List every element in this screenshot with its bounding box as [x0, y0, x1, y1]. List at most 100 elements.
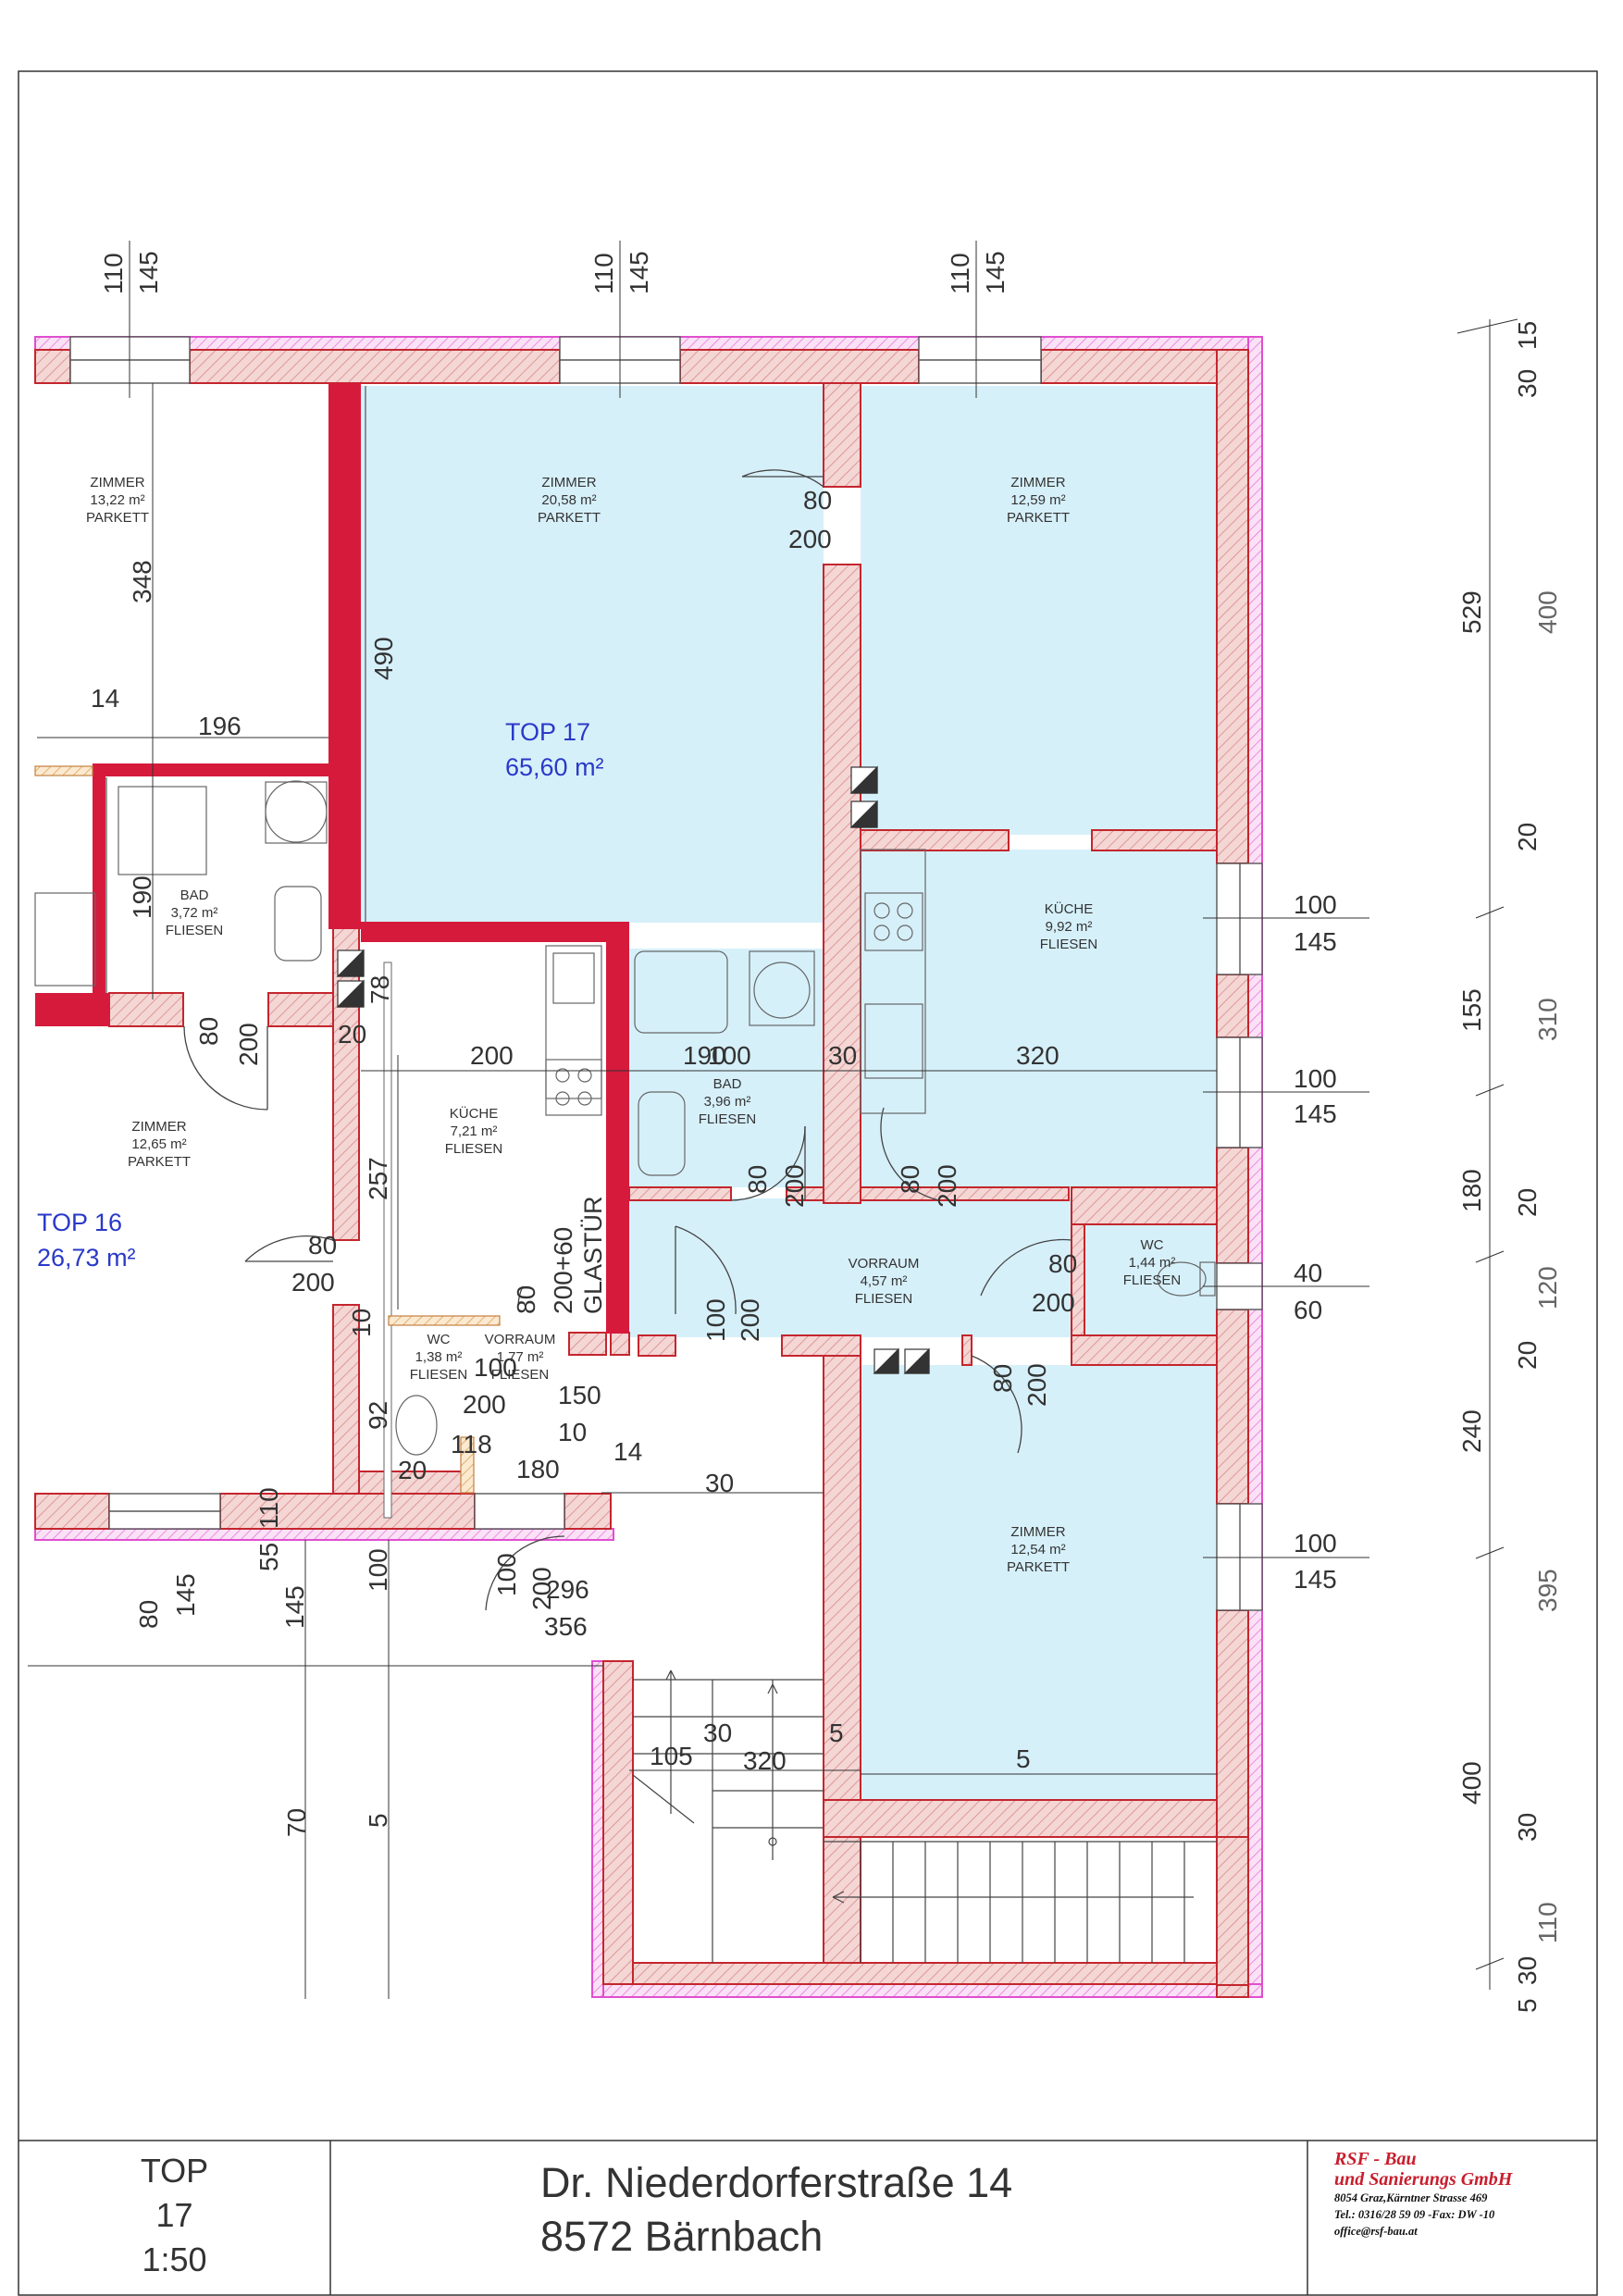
- dimension-label: 12,59 m²: [1010, 492, 1065, 508]
- sink-icon: [274, 886, 322, 962]
- top-label: TOP: [140, 2152, 209, 2190]
- dimension-label: 529: [1457, 590, 1486, 634]
- address-line2: 8572 Bärnbach: [540, 2213, 824, 2260]
- dimension-label: 100: [701, 1298, 730, 1342]
- company-email: office@rsf-bau.at: [1334, 2225, 1418, 2238]
- stove-icon: [545, 1059, 602, 1116]
- dimension-label: FLIESEN: [410, 1367, 468, 1383]
- dimension-label: 145: [981, 251, 1010, 294]
- dimension-label: 145: [625, 251, 653, 294]
- dimension-label: PARKETT: [1007, 510, 1070, 526]
- dimension-label: 5: [829, 1719, 844, 1747]
- dimension-label: PARKETT: [86, 510, 149, 526]
- dimension-label: PARKETT: [538, 510, 601, 526]
- dimension-label: FLIESEN: [1040, 937, 1098, 952]
- dimension-label: 30: [1513, 1813, 1542, 1842]
- unit-name: TOP 17: [505, 718, 590, 746]
- company-name1: RSF - Bau: [1334, 2149, 1417, 2169]
- dimension-label: 200: [1022, 1363, 1051, 1407]
- dimension-label: 80: [896, 1165, 924, 1194]
- room-fill-zimmer-20-58: [361, 386, 824, 923]
- dimension-label: 145: [171, 1573, 200, 1617]
- unit-area: 65,60 m²: [505, 753, 604, 781]
- orange-walls: [34, 765, 501, 1494]
- dimension-label: 200: [788, 525, 832, 553]
- room-fill-zimmer-12-54: [861, 1365, 1217, 1800]
- toilet-icon: [1157, 1261, 1207, 1297]
- dimension-label: 110: [99, 253, 128, 294]
- dimension-label: 100: [1294, 1064, 1337, 1093]
- dimension-label: 80: [308, 1231, 337, 1260]
- dimension-label: 10: [558, 1418, 587, 1446]
- dimension-label: 7,21 m²: [451, 1123, 498, 1139]
- dimension-label: 100: [1294, 1529, 1337, 1558]
- dimension-label: 30: [828, 1041, 857, 1070]
- company-logo-block: RSF - Bau und Sanierungs GmbH 8054 Graz,…: [1334, 2149, 1593, 2240]
- sheet-border: [18, 70, 1598, 2296]
- dimension-label: 92: [364, 1401, 392, 1430]
- dimension-label: 78: [365, 975, 394, 1004]
- company-name2: und Sanierungs GmbH: [1334, 2169, 1513, 2190]
- dimension-label: 100: [492, 1553, 521, 1596]
- dimension-label: 15: [1513, 321, 1542, 350]
- dimension-label: 105: [650, 1742, 693, 1770]
- dimension-label: ZIMMER: [1010, 1524, 1065, 1540]
- dimension-label: 30: [705, 1469, 734, 1497]
- dimension-label: 20: [1513, 823, 1542, 851]
- dimension-label: 196: [198, 712, 242, 740]
- dimension-label: FLIESEN: [491, 1367, 550, 1383]
- dimension-label: 320: [1016, 1041, 1059, 1070]
- sink-icon: [638, 1091, 686, 1176]
- dimension-label: 150: [558, 1381, 601, 1409]
- dimension-label: 100: [364, 1548, 392, 1592]
- dimension-label: BAD: [180, 887, 209, 903]
- room-label-kueche-9-92: KÜCHE 9,92 m² FLIESEN: [1040, 900, 1098, 952]
- dimension-label: 14: [91, 684, 119, 713]
- company-phone: Tel.: 0316/28 59 09 -Fax: DW -10: [1334, 2208, 1495, 2221]
- dimension-label: KÜCHE: [1045, 900, 1094, 917]
- dimension-label: 20: [1513, 1188, 1542, 1217]
- dimension-label: 12,54 m²: [1010, 1542, 1065, 1558]
- dimension-label: 145: [1294, 1565, 1337, 1594]
- address-line1: Dr. Niederdorferstraße 14: [540, 2159, 1013, 2206]
- sink-icon: [864, 1003, 923, 1079]
- dimension-label: 80: [743, 1165, 772, 1194]
- fixtures: [34, 780, 1216, 1456]
- chimney-icons: [336, 765, 930, 1374]
- unit-labels: TOP 17 65,60 m² TOP 16 26,73 m²: [37, 718, 604, 1272]
- dimension-label: 80: [512, 1285, 540, 1314]
- room-fills: [361, 386, 1217, 1800]
- dimension-label: FLIESEN: [1123, 1272, 1182, 1288]
- title-block-address: Dr. Niederdorferstraße 14 8572 Bärnbach: [540, 2156, 1012, 2264]
- toilet-icon: [395, 1395, 438, 1456]
- title-block: [19, 2140, 1597, 2295]
- top-number: 17: [155, 2196, 193, 2234]
- unit-name: TOP 16: [37, 1209, 122, 1236]
- dimension-label: 1,44 m²: [1129, 1255, 1176, 1271]
- dimension-label: 80: [988, 1364, 1017, 1393]
- dimension-label: 190: [683, 1041, 726, 1070]
- washing-machine-icon: [749, 950, 815, 1026]
- dimension-label: 30: [703, 1719, 732, 1747]
- outer-walls: [34, 349, 1249, 1998]
- dimension-label: 20: [1513, 1341, 1542, 1370]
- dimension-label: FLIESEN: [699, 1111, 757, 1127]
- dimension-label: 348: [128, 560, 156, 603]
- dimension-label: 145: [134, 251, 163, 294]
- dimension-label: FLIESEN: [855, 1291, 913, 1307]
- dimension-label: 80: [1048, 1249, 1077, 1278]
- dimension-label: 200: [933, 1164, 961, 1208]
- dimension-label: 9,92 m²: [1046, 919, 1093, 935]
- dimension-label: 80: [134, 1600, 163, 1629]
- bathtub-icon: [634, 950, 728, 1034]
- dimension-label: 20: [398, 1456, 427, 1484]
- unit-area: 26,73 m²: [37, 1244, 136, 1272]
- dimension-label: 20,58 m²: [541, 492, 596, 508]
- dimension-label: PARKETT: [1007, 1559, 1070, 1575]
